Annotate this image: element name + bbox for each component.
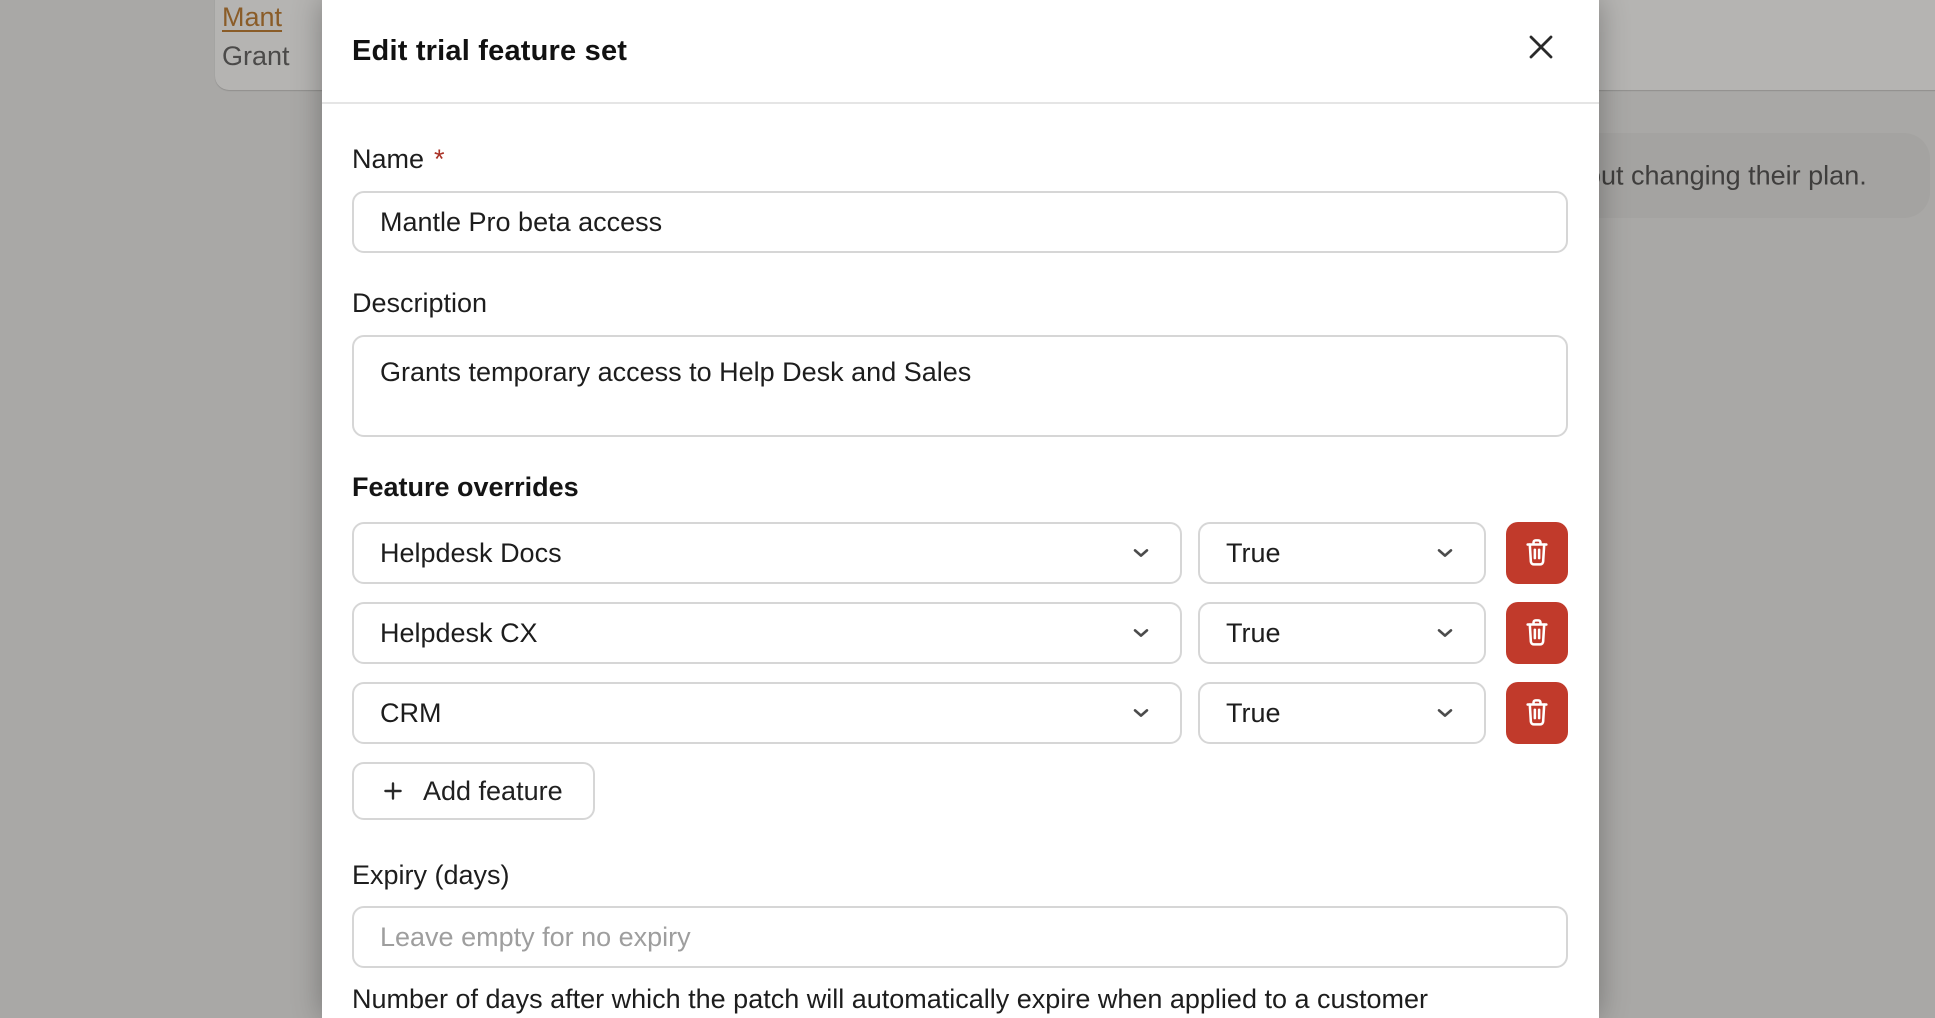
- name-label: Name *: [352, 143, 1568, 175]
- modal-header: Edit trial feature set: [322, 0, 1599, 104]
- name-label-text: Name: [352, 144, 425, 174]
- delete-feature-button[interactable]: [1506, 602, 1568, 664]
- feature-select-value: CRM: [380, 697, 442, 728]
- chevron-down-icon: [1432, 620, 1458, 646]
- close-icon: [1524, 30, 1558, 64]
- expiry-input[interactable]: [352, 906, 1568, 968]
- background-banner-text: out changing their plan.: [1586, 160, 1867, 190]
- add-feature-button[interactable]: Add feature: [352, 762, 595, 820]
- feature-override-row: CRM True: [352, 682, 1568, 744]
- name-input[interactable]: [352, 191, 1568, 253]
- background-feature-set-description: Grant: [222, 41, 290, 71]
- modal-body: Name * Description Grants temporary acces…: [322, 143, 1599, 1015]
- chevron-down-icon: [1128, 700, 1154, 726]
- description-label: Description: [352, 288, 488, 318]
- expiry-label: Expiry (days): [352, 860, 510, 890]
- override-value: True: [1226, 617, 1281, 648]
- override-value-select[interactable]: True: [1198, 522, 1486, 584]
- feature-select-value: Helpdesk Docs: [380, 537, 562, 568]
- feature-select[interactable]: CRM: [352, 682, 1182, 744]
- feature-override-rows: Helpdesk Docs True: [352, 522, 1568, 744]
- background-feature-set-link[interactable]: Mant: [222, 2, 283, 32]
- background-banner: out changing their plan.: [1540, 133, 1930, 218]
- plus-icon: [380, 778, 406, 804]
- chevron-down-icon: [1128, 540, 1154, 566]
- modal-title: Edit trial feature set: [352, 34, 628, 67]
- expiry-help-text: Number of days after which the patch wil…: [352, 984, 1429, 1014]
- description-textarea[interactable]: Grants temporary access to Help Desk and…: [352, 335, 1568, 437]
- chevron-down-icon: [1432, 540, 1458, 566]
- edit-trial-feature-set-modal: Edit trial feature set Name * Description…: [322, 0, 1599, 1018]
- feature-select[interactable]: Helpdesk CX: [352, 602, 1182, 664]
- trash-icon: [1521, 537, 1553, 569]
- feature-override-row: Helpdesk CX True: [352, 602, 1568, 664]
- chevron-down-icon: [1128, 620, 1154, 646]
- override-value: True: [1226, 697, 1281, 728]
- close-button[interactable]: [1521, 27, 1561, 67]
- trash-icon: [1521, 617, 1553, 649]
- override-value-select[interactable]: True: [1198, 602, 1486, 664]
- feature-select-value: Helpdesk CX: [380, 617, 538, 648]
- trash-icon: [1521, 697, 1553, 729]
- required-asterisk: *: [434, 144, 445, 174]
- chevron-down-icon: [1432, 700, 1458, 726]
- feature-overrides-heading: Feature overrides: [352, 472, 579, 502]
- add-feature-label: Add feature: [423, 775, 563, 806]
- feature-override-row: Helpdesk Docs True: [352, 522, 1568, 584]
- delete-feature-button[interactable]: [1506, 522, 1568, 584]
- override-value-select[interactable]: True: [1198, 682, 1486, 744]
- delete-feature-button[interactable]: [1506, 682, 1568, 744]
- override-value: True: [1226, 537, 1281, 568]
- feature-select[interactable]: Helpdesk Docs: [352, 522, 1182, 584]
